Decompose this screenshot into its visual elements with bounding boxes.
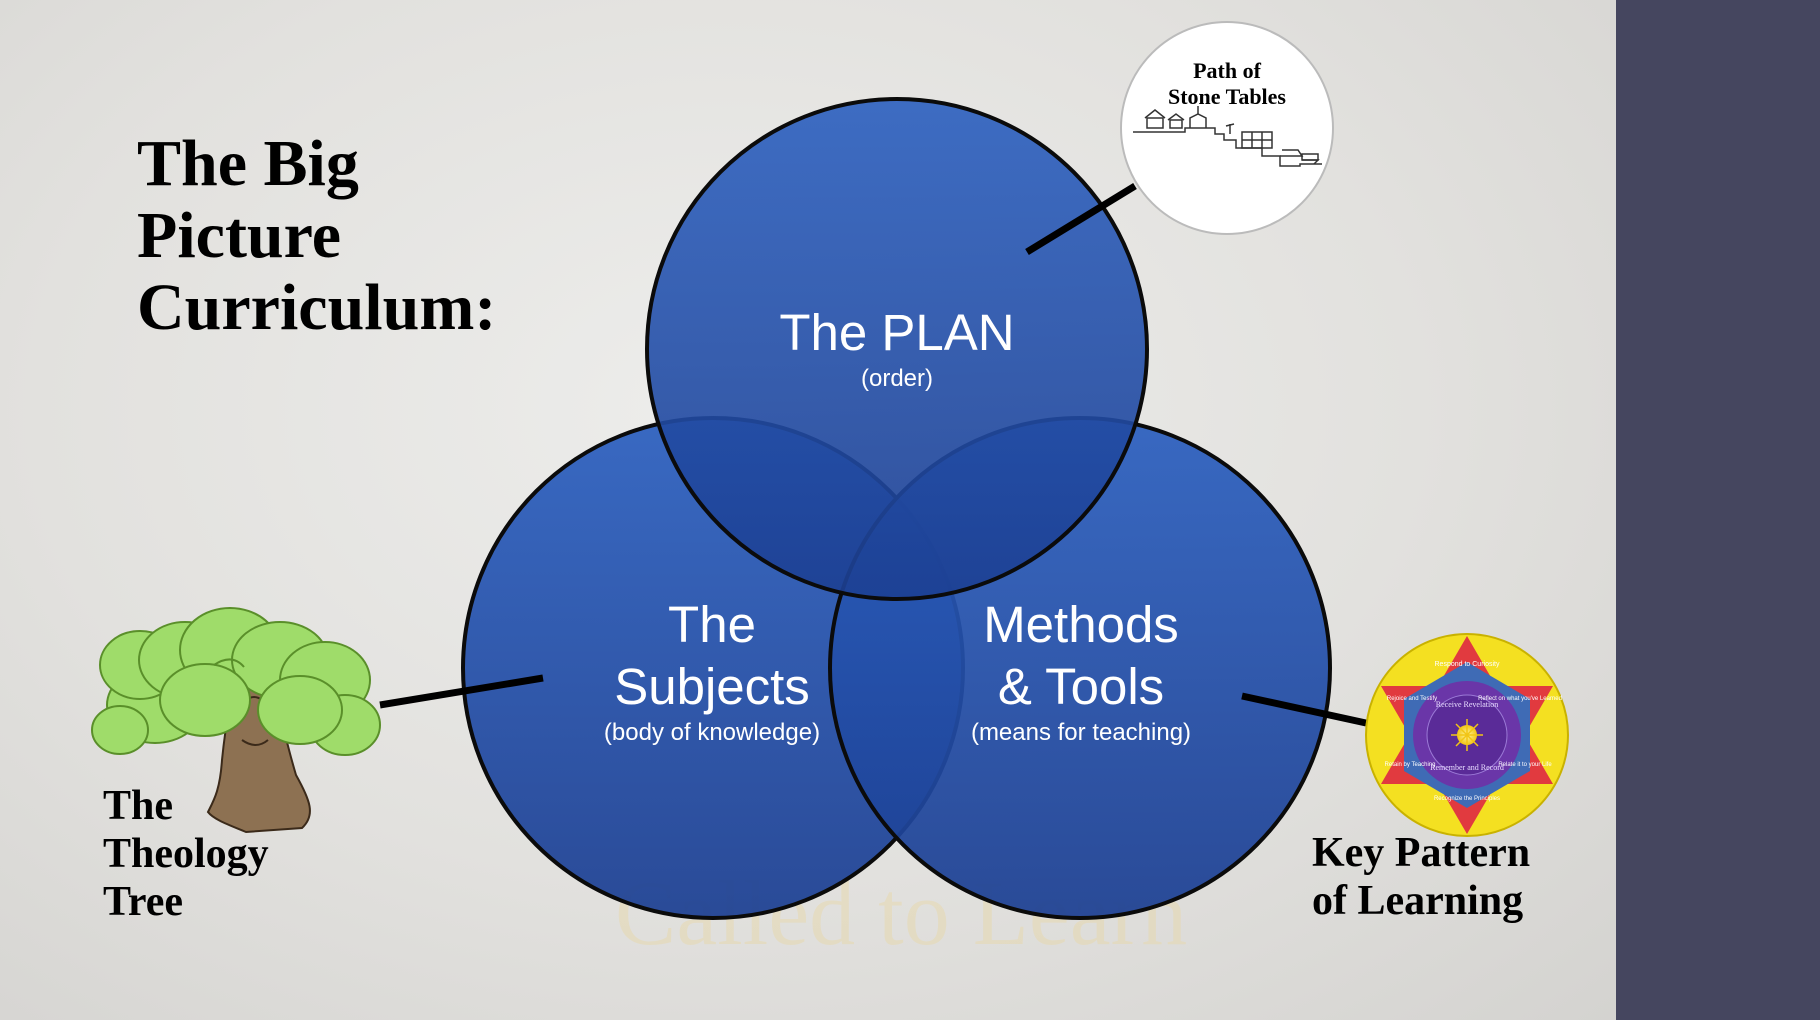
tree-label-line-2: Theology: [103, 831, 269, 877]
connector-path: [1025, 183, 1137, 255]
slide-canvas: Called to Learn Path of Stone Tables: [0, 0, 1616, 1020]
plan-subtitle: (order): [860, 365, 933, 392]
plan-circle-label: The PLAN (order): [779, 302, 1014, 394]
plan-title: The PLAN: [779, 304, 1015, 361]
path-label-line-2: Stone Tables: [1168, 84, 1286, 109]
title-line-3: Curriculum:: [137, 271, 497, 344]
ring-text-remember: Remember and Record: [1430, 763, 1504, 772]
star-label-rejoice: Rejoice and Testify: [1387, 696, 1437, 702]
theology-tree-icon: [91, 607, 381, 834]
connector-tree: [379, 674, 544, 709]
title-line-2: Picture: [137, 199, 342, 272]
right-sidebar-panel: [1616, 0, 1820, 1020]
methods-title-line-2: & Tools: [997, 658, 1165, 715]
key-pattern-star-badge: Respond to Curiosity Reflect on what you…: [1365, 633, 1569, 837]
title-line-1: The Big: [137, 127, 359, 200]
connector-pattern: [1241, 692, 1367, 727]
theology-tree-label: The Theology Tree: [103, 782, 269, 926]
subjects-circle-label: The Subjects (body of knowledge): [604, 594, 820, 748]
subjects-subtitle: (body of knowledge): [603, 719, 821, 746]
subjects-title-line-1: The: [668, 596, 756, 653]
methods-circle-label: Methods & Tools (means for teaching): [971, 594, 1191, 748]
path-label-line-1: Path of: [1193, 58, 1262, 83]
star-label-retain: Retain by Teaching: [1385, 762, 1436, 768]
tree-label-line-3: Tree: [103, 879, 184, 925]
tree-label-line-1: The: [103, 783, 174, 829]
pattern-label-line-1: Key Pattern: [1312, 830, 1531, 876]
plan-circle: [645, 97, 1149, 601]
star-label-respond: Respond to Curiosity: [1435, 661, 1500, 668]
subjects-title-line-2: Subjects: [614, 658, 810, 715]
stone-path-sketch-icon: [1133, 106, 1322, 167]
star-label-relate: Relate it to your Life: [1498, 762, 1552, 768]
venn-diagram: Path of Stone Tables: [91, 21, 1569, 920]
slide-title: The Big Picture Curriculum:: [137, 128, 496, 344]
methods-title-line-1: Methods: [983, 596, 1179, 653]
path-of-stone-tables-badge: Path of Stone Tables: [1120, 21, 1334, 235]
star-label-reflect: Reflect on what you've Learned: [1478, 696, 1562, 702]
key-pattern-label: Key Pattern of Learning: [1312, 829, 1530, 925]
methods-subtitle: (means for teaching): [970, 719, 1192, 746]
ring-text-receive: Receive Revelation: [1436, 700, 1498, 709]
pattern-label-line-2: of Learning: [1312, 878, 1524, 924]
star-label-recognize: Recognize the Principles: [1434, 796, 1500, 802]
